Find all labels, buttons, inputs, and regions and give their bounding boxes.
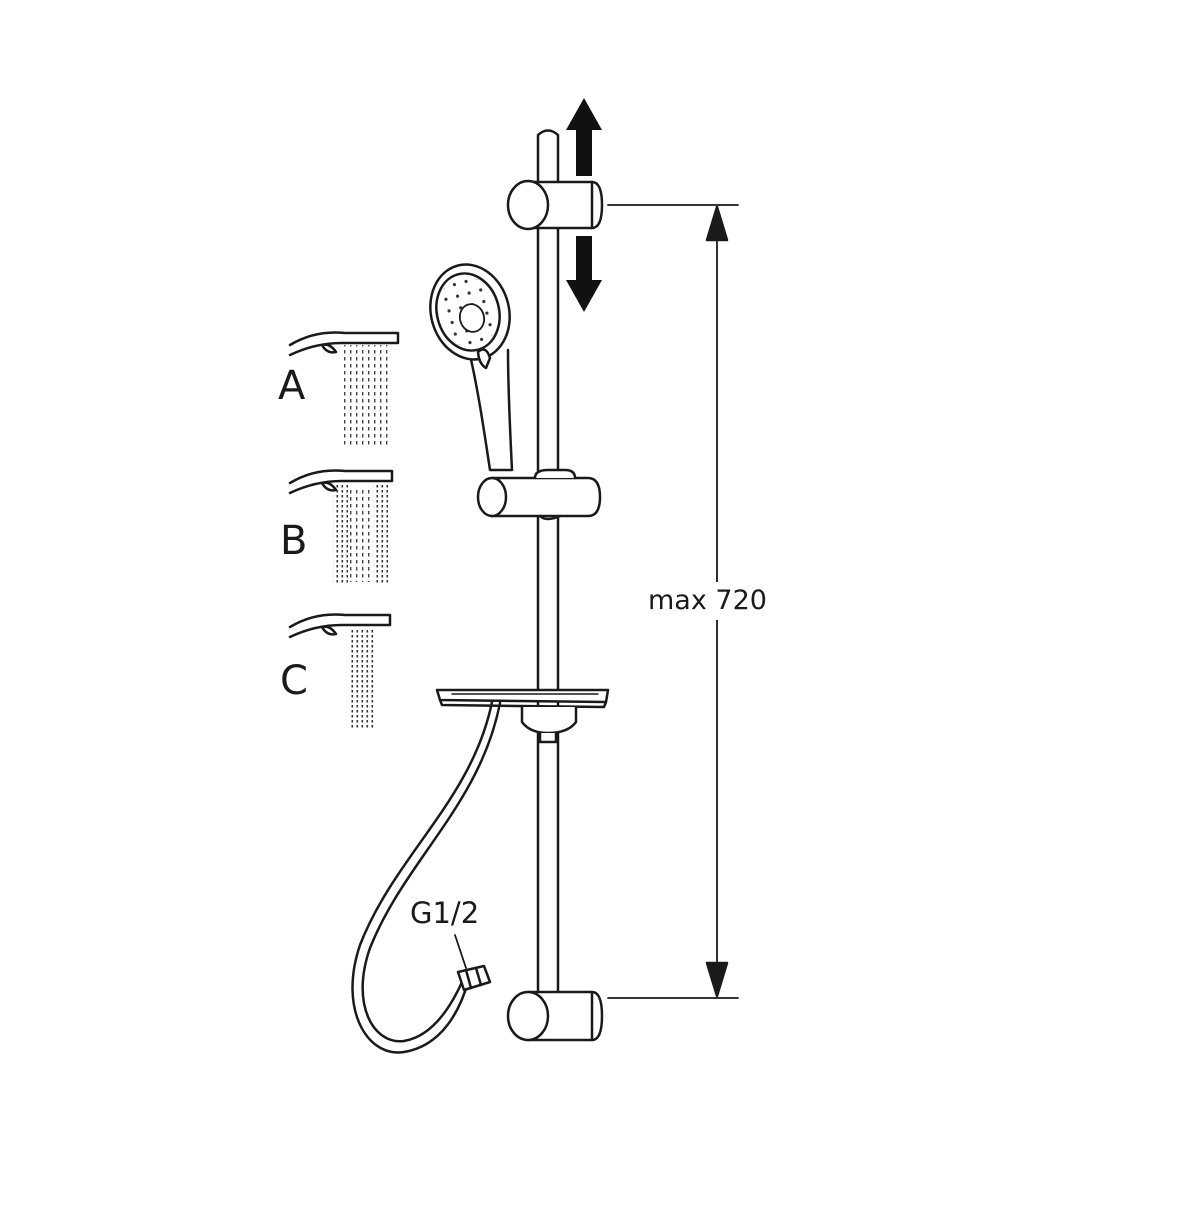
soap-dish <box>435 688 610 744</box>
sliding-holder <box>476 468 602 521</box>
spray-mode-c <box>288 613 392 729</box>
slide-rail <box>536 129 560 1002</box>
spray-mode-label-c: C <box>280 658 308 704</box>
shower-hose <box>351 700 502 1054</box>
spray-mode-b <box>288 469 394 585</box>
dimension-label: max 720 <box>648 582 767 620</box>
spray-mode-label-b: B <box>280 518 308 564</box>
hand-shower <box>429 263 514 472</box>
spray-mode-a <box>288 331 400 445</box>
lower-wall-bracket <box>506 990 604 1042</box>
connector-nut <box>454 934 492 992</box>
connector-thread-label: G1/2 <box>410 896 480 930</box>
spray-mode-label-a: A <box>278 363 306 409</box>
down-arrow-icon <box>566 236 602 312</box>
upper-wall-bracket <box>506 179 604 231</box>
up-arrow-icon <box>566 98 602 176</box>
